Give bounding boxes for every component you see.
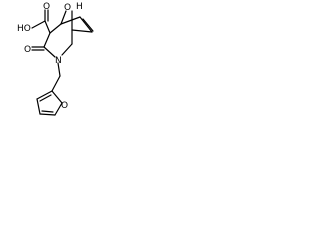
bond-n-ch2 xyxy=(57,62,61,77)
bond-furan-c2-o xyxy=(51,90,63,104)
atom-lactam-oxygen: O xyxy=(24,45,31,55)
atom-carboxyl-hydroxyl: HO xyxy=(17,24,31,34)
bond-c1-alkene xyxy=(60,16,81,25)
bond-furan-c4-c3 xyxy=(36,98,41,115)
atom-stereo-hydrogen: H xyxy=(76,2,83,12)
bond-n-c6 xyxy=(61,43,73,56)
bond-acid-c-ring xyxy=(44,20,51,34)
atom-carboxyl-oxygen: O xyxy=(43,2,50,12)
bond-furan-o-c5 xyxy=(54,102,63,116)
bond-furan-c3-c2 xyxy=(36,90,53,100)
bond-furan-c3-c2-double xyxy=(39,94,52,102)
bond-c1-obridge xyxy=(60,10,67,25)
bond-furan-c5-c4-double xyxy=(41,110,54,113)
atom-bridge-oxygen: O xyxy=(64,3,71,13)
bond-c3-n xyxy=(43,46,56,58)
bond-c2-c3 xyxy=(43,32,51,48)
bond-c2-c1 xyxy=(49,23,62,34)
bond-furan-c5-c4 xyxy=(39,113,56,116)
bond-alkene-c5 xyxy=(71,29,93,33)
atom-ring-nitrogen: N xyxy=(55,56,62,66)
chemical-structure-diagram: O HO O H O N O xyxy=(17,2,94,116)
bond-ch2-furan xyxy=(51,75,61,92)
bond-alkene-a-double xyxy=(82,18,94,32)
atom-furan-oxygen: O xyxy=(61,101,68,111)
bond-alkene-a xyxy=(79,16,93,33)
bond-acid-c-oh xyxy=(31,20,46,29)
structure-canvas: O HO O H O N O xyxy=(0,0,111,122)
